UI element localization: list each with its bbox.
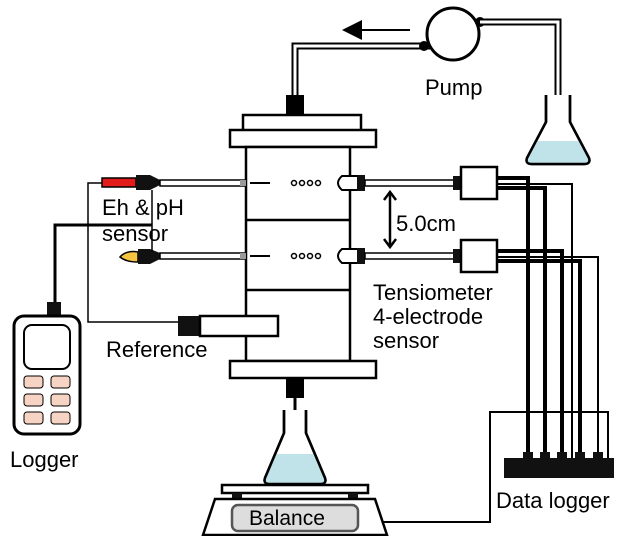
spacing-arrow bbox=[383, 189, 397, 250]
eh-ph-electrode-upper bbox=[101, 175, 270, 190]
reservoir-liquid bbox=[526, 141, 590, 164]
balance-display bbox=[230, 503, 360, 533]
collection-flask bbox=[263, 410, 327, 486]
tensiometer-upper bbox=[337, 165, 499, 201]
pump-port-left bbox=[419, 41, 429, 51]
collection-liquid bbox=[264, 454, 326, 484]
wire-logger-to-ph bbox=[53, 223, 152, 303]
electrode-cap-upper bbox=[136, 175, 160, 190]
tensiometer-label: Tensiometer bbox=[373, 280, 493, 305]
balance bbox=[201, 483, 389, 536]
transducer-lower bbox=[459, 238, 499, 274]
electrode-array-upper bbox=[290, 179, 322, 187]
electrode-body-lower bbox=[159, 252, 247, 260]
outflow-tube bbox=[291, 42, 430, 95]
logger-label: Logger bbox=[10, 447, 79, 472]
soil-column bbox=[228, 113, 378, 380]
reference-wiring bbox=[87, 182, 178, 323]
electrode-body-upper bbox=[159, 179, 247, 187]
wire-balance-to-data-logger bbox=[380, 411, 609, 523]
data-logger-body bbox=[504, 458, 614, 478]
transducer-upper bbox=[459, 165, 499, 201]
data-logger-terminals bbox=[523, 452, 603, 460]
electrode-sensor-label-line2: sensor bbox=[373, 328, 440, 353]
tensiometer-tube-upper bbox=[364, 179, 456, 187]
eh-ph-sensor-label-line1: Eh & pH bbox=[102, 195, 184, 220]
data-logger-label: Data logger bbox=[496, 488, 610, 513]
electrode-cap-lower bbox=[138, 249, 160, 264]
tensiometer-cup-lower bbox=[337, 248, 359, 264]
column-top-flange bbox=[228, 128, 378, 149]
pump-housing bbox=[425, 6, 481, 62]
data-logger-wiring bbox=[497, 176, 599, 458]
column-top-cap bbox=[241, 113, 363, 133]
logger-wiring bbox=[53, 190, 153, 303]
reference-electrode bbox=[178, 314, 280, 338]
tensiometer-cup-upper bbox=[337, 175, 359, 191]
tensiometer-lower bbox=[337, 238, 499, 274]
top-connector bbox=[286, 95, 304, 115]
electrode-yellow-tip bbox=[118, 250, 139, 263]
spacing-label: 5.0cm bbox=[396, 211, 456, 236]
eh-ph-sensor-label-line2: sensor bbox=[102, 221, 169, 246]
electrode-red-tip bbox=[101, 177, 137, 188]
logger-keypad bbox=[23, 375, 71, 425]
pump-label: Pump bbox=[425, 75, 483, 100]
tensiometer-tube-lower bbox=[364, 252, 456, 260]
data-logger bbox=[380, 411, 614, 523]
balance-pan bbox=[220, 483, 370, 495]
reference-cap bbox=[178, 316, 200, 336]
eh-ph-electrode-lower bbox=[118, 249, 270, 264]
handheld-logger bbox=[12, 302, 82, 436]
reservoir-flask bbox=[525, 95, 591, 166]
electrode-sensor-label-line1: 4-electrode bbox=[373, 304, 484, 329]
electrode-array-lower bbox=[290, 252, 322, 260]
reference-body bbox=[198, 314, 280, 338]
balance-label: Balance bbox=[249, 507, 325, 530]
column-top-fitting bbox=[286, 42, 430, 115]
reference-label: Reference bbox=[106, 337, 208, 362]
bottom-connector bbox=[286, 378, 304, 398]
logger-screen bbox=[23, 324, 71, 370]
column-bottom-flange bbox=[228, 359, 378, 380]
